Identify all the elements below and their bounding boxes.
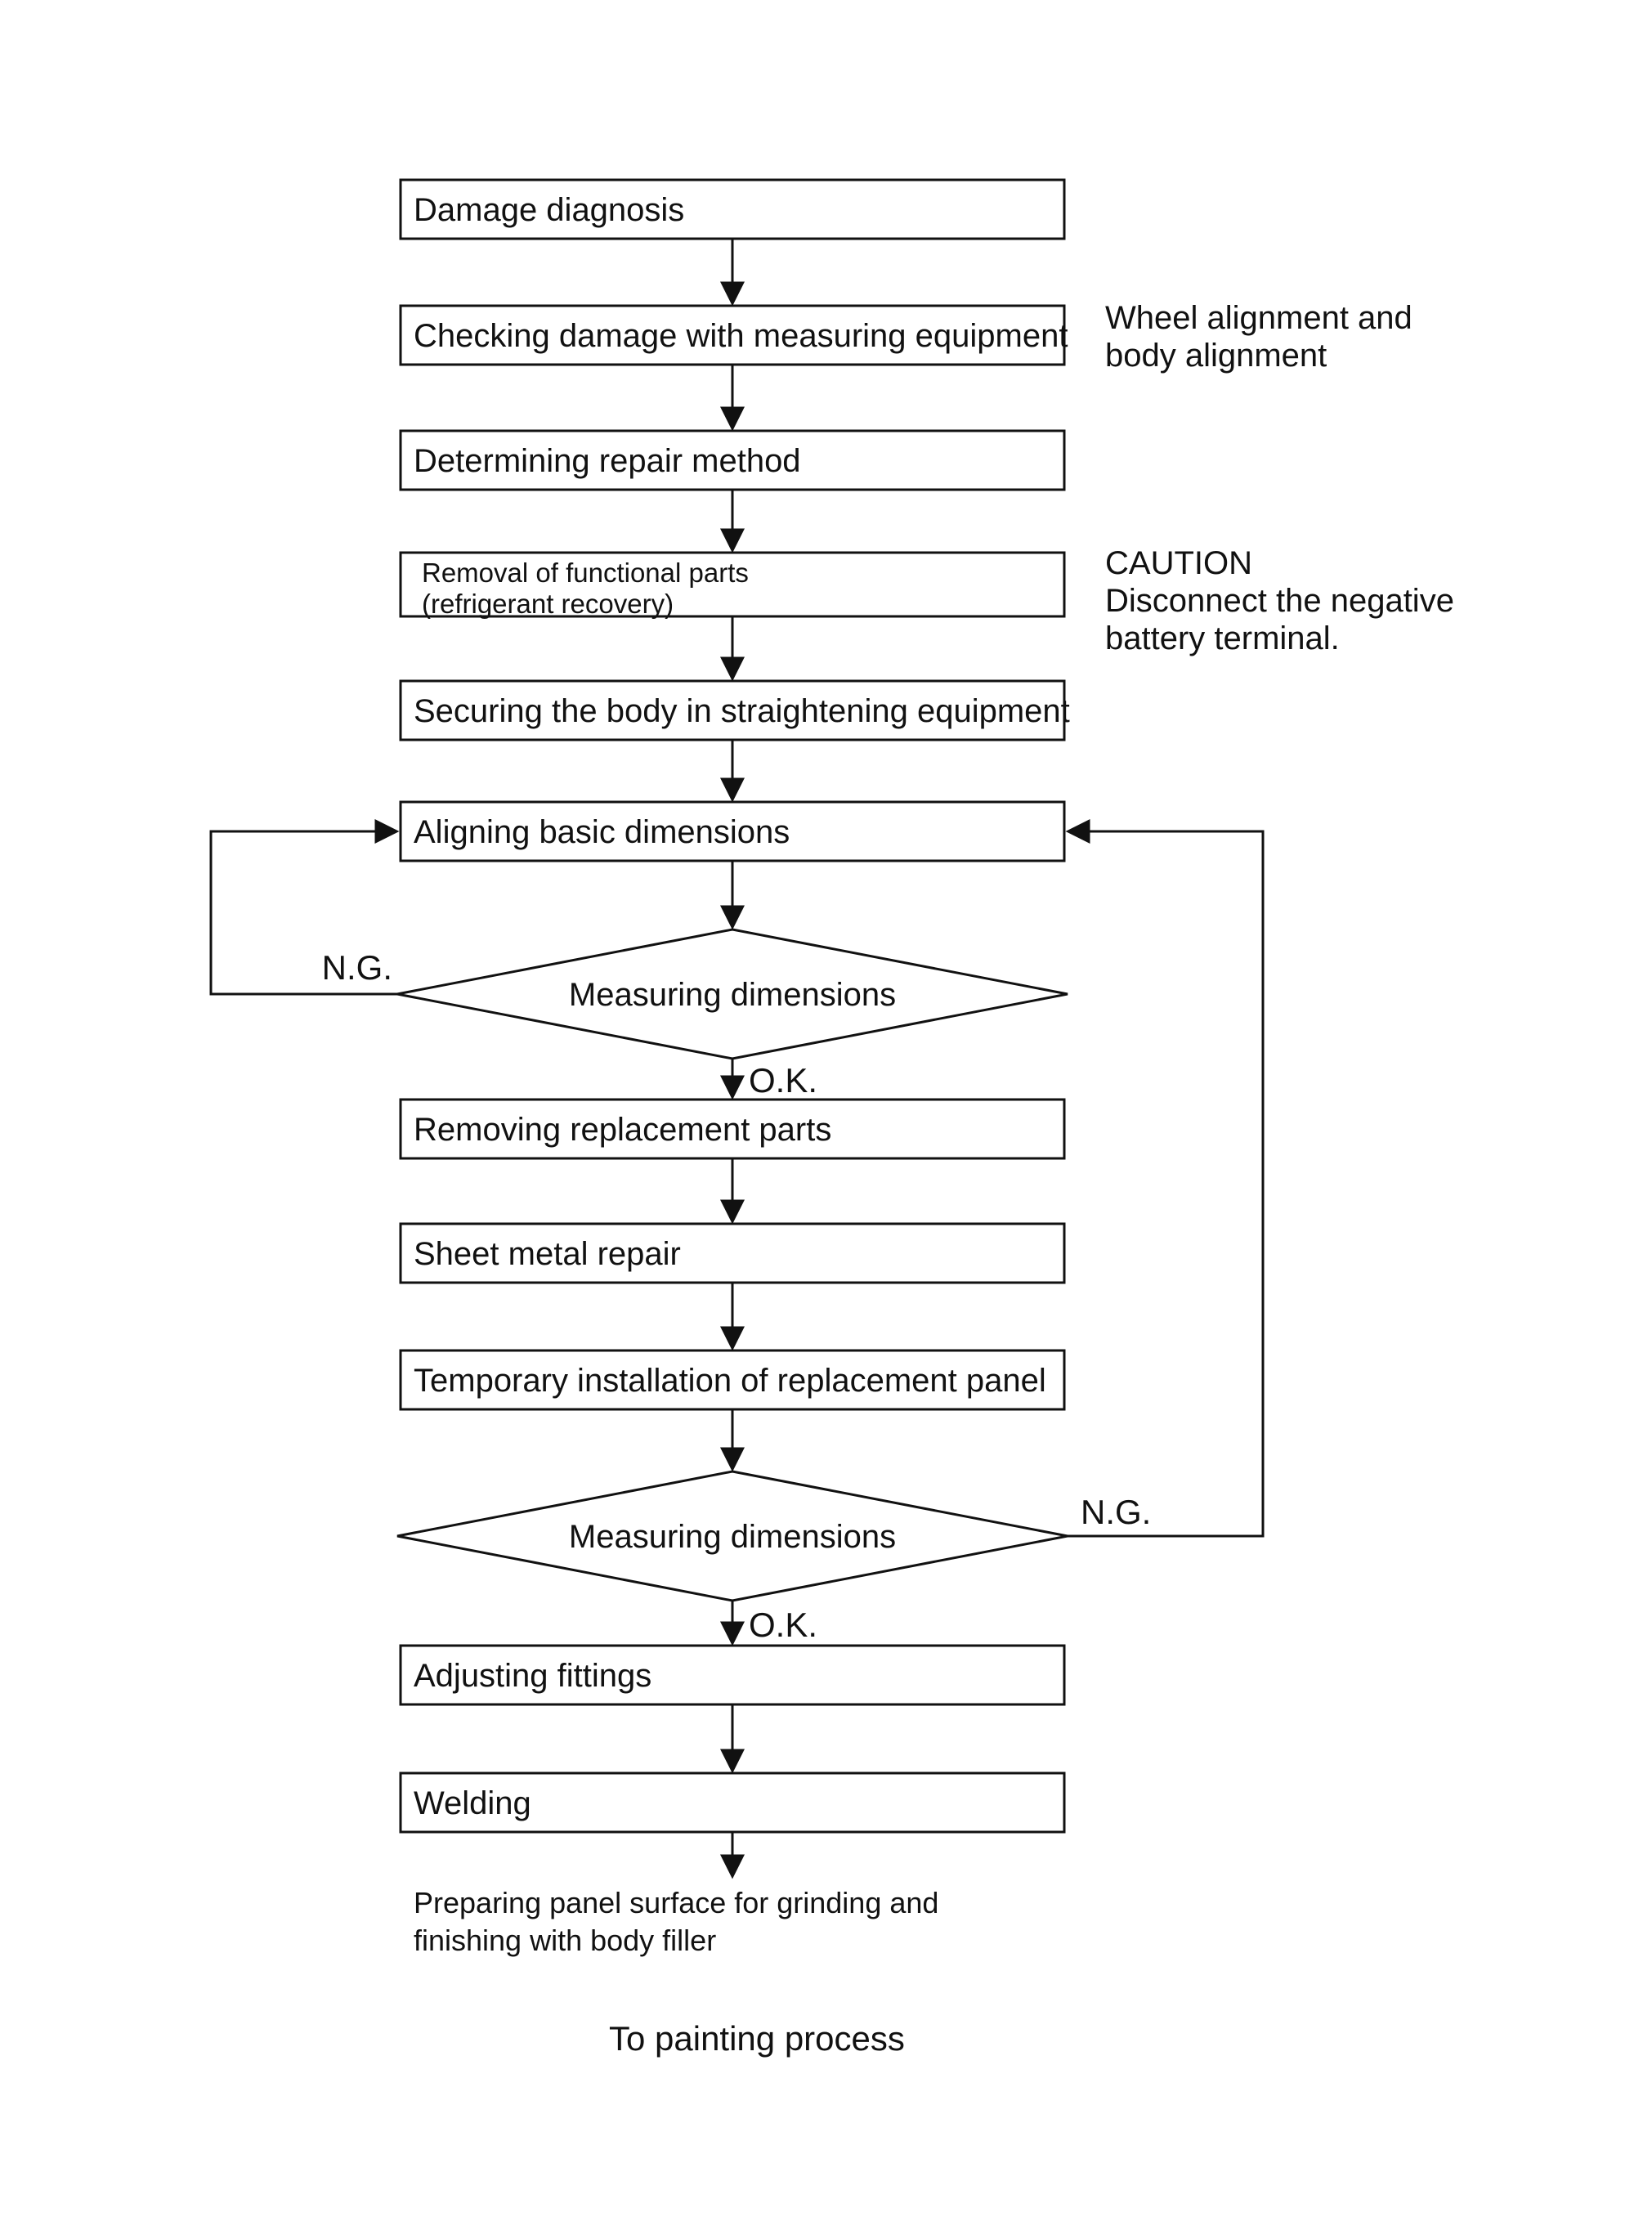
note-caution: CAUTION Disconnect the negative battery …: [1105, 545, 1454, 656]
decision-measuring-1-shape: [396, 928, 1068, 1060]
decision-measuring-dimensions-2: Measuring dimensions: [396, 1470, 1068, 1602]
decision-measuring-2-shape: [396, 1470, 1068, 1602]
node-preparing-panel-line2: finishing with body filler: [414, 1924, 716, 1957]
node-sheet-metal-box: [399, 1222, 1066, 1284]
node-securing-body-label: Securing the body in straightening equip…: [414, 693, 1070, 729]
node-removal-functional: Removal of functional parts (refrigerant…: [399, 551, 1066, 619]
loop-ng2-back-to-aligning: [1065, 819, 1265, 1538]
node-determining-repair-box: [399, 429, 1066, 491]
node-aligning-basic-box: [399, 800, 1066, 862]
node-removal-functional-label-line2: (refrigerant recovery): [422, 589, 674, 619]
node-preparing-panel-line1: Preparing panel surface for grinding and: [414, 1886, 938, 1919]
node-adjusting-fittings-label: Adjusting fittings: [414, 1658, 651, 1694]
branch-label-ng-1: N.G.: [322, 948, 392, 987]
node-adjusting-fittings-box: [399, 1644, 1066, 1706]
node-temporary-installation: Temporary installation of replacement pa…: [399, 1349, 1066, 1411]
decision-measuring-2-label: Measuring dimensions: [569, 1519, 896, 1555]
branch-label-ok-1: O.K.: [749, 1061, 817, 1100]
node-damage-diagnosis: Damage diagnosis: [399, 178, 1066, 240]
node-removing-replacement: Removing replacement parts: [399, 1098, 1066, 1160]
node-temporary-installation-label: Temporary installation of replacement pa…: [414, 1363, 1046, 1399]
node-removing-replacement-label: Removing replacement parts: [414, 1112, 831, 1148]
note-wheel-alignment-line2: body alignment: [1105, 338, 1327, 374]
note-caution-line2: Disconnect the negative: [1105, 583, 1454, 619]
node-welding-label: Welding: [414, 1785, 531, 1821]
node-securing-body-box: [399, 679, 1066, 741]
loop-ng1-back-to-aligning: [209, 819, 400, 996]
node-adjusting-fittings: Adjusting fittings: [399, 1644, 1066, 1706]
decision-measuring-dimensions-1: Measuring dimensions: [396, 928, 1068, 1060]
node-welding-box: [399, 1771, 1066, 1834]
node-removal-functional-box: [399, 551, 1066, 618]
branch-label-ng-2: N.G.: [1081, 1493, 1151, 1531]
node-checking-damage-box: [399, 304, 1066, 366]
node-damage-diagnosis-box: [399, 178, 1066, 240]
node-to-painting-label: To painting process: [609, 2019, 905, 2058]
node-determining-repair: Determining repair method: [399, 429, 1066, 491]
note-wheel-alignment: Wheel alignment and body alignment: [1105, 300, 1412, 374]
node-removal-functional-label-line1: Removal of functional parts: [422, 558, 749, 588]
note-caution-line3: battery terminal.: [1105, 620, 1340, 656]
node-removing-replacement-box: [399, 1098, 1066, 1160]
node-checking-damage: Checking damage with measuring equipment: [399, 304, 1068, 366]
decision-measuring-1-label: Measuring dimensions: [569, 977, 896, 1013]
node-damage-diagnosis-label: Damage diagnosis: [414, 192, 684, 228]
node-sheet-metal: Sheet metal repair: [399, 1222, 1066, 1284]
node-welding: Welding: [399, 1771, 1066, 1834]
node-aligning-basic: Aligning basic dimensions: [399, 800, 1066, 862]
branch-label-ok-2: O.K.: [749, 1606, 817, 1644]
node-determining-repair-label: Determining repair method: [414, 443, 801, 479]
node-checking-damage-label: Checking damage with measuring equipment: [414, 318, 1068, 354]
connectors: [209, 239, 1265, 1879]
node-securing-body: Securing the body in straightening equip…: [399, 679, 1070, 741]
node-aligning-basic-label: Aligning basic dimensions: [414, 814, 790, 850]
node-sheet-metal-label: Sheet metal repair: [414, 1236, 681, 1272]
note-caution-line1: CAUTION: [1105, 545, 1252, 581]
note-wheel-alignment-line1: Wheel alignment and: [1105, 300, 1412, 336]
node-preparing-panel: Preparing panel surface for grinding and…: [414, 1886, 938, 1957]
node-temporary-installation-box: [399, 1349, 1066, 1411]
